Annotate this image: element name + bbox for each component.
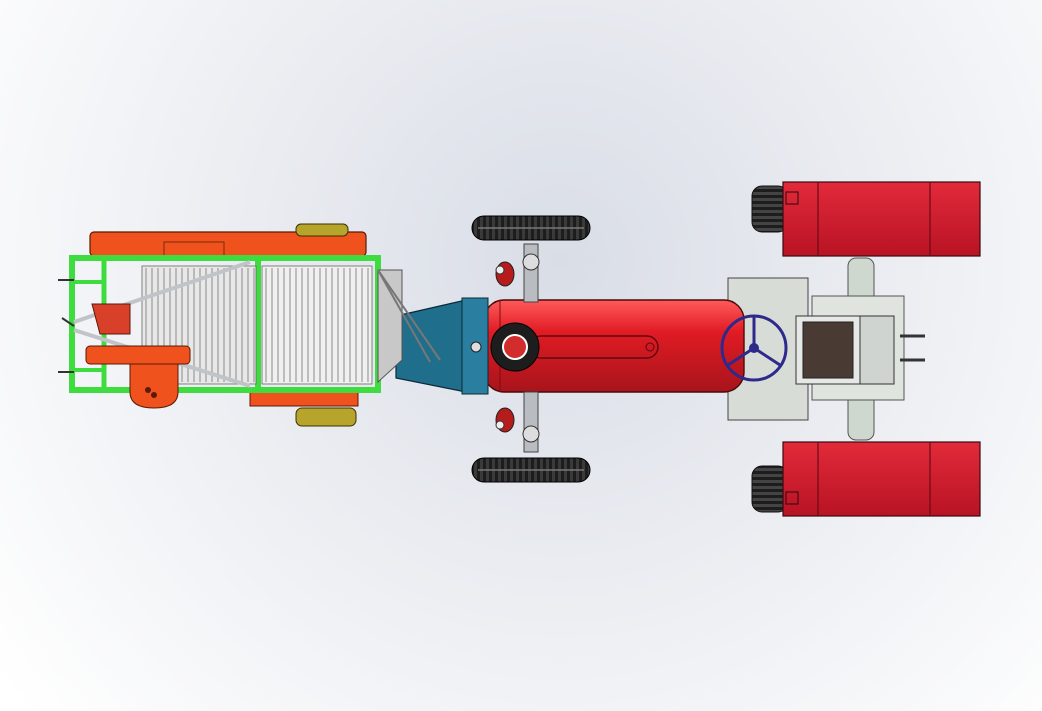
drive-guard xyxy=(129,363,179,409)
harvester-wheel-bottom[interactable] xyxy=(295,407,357,427)
harvester-wheel-top[interactable] xyxy=(295,223,349,237)
front-wheel-top[interactable] xyxy=(471,215,591,241)
rear-fender-bottom xyxy=(782,441,981,517)
tractor[interactable] xyxy=(471,181,981,517)
pto-hitch[interactable] xyxy=(395,297,489,395)
seat-icon[interactable] xyxy=(795,315,895,385)
potato-harvester[interactable] xyxy=(58,223,441,427)
rear-fender-top xyxy=(782,181,981,257)
steering-wheel-icon[interactable] xyxy=(720,314,788,382)
rear-wheel-bottom[interactable] xyxy=(751,441,981,517)
digging-share xyxy=(377,269,403,384)
elevator-conveyor xyxy=(141,265,373,385)
front-axle-strut-top xyxy=(523,243,539,303)
front-wheel-bottom[interactable] xyxy=(471,457,591,483)
rear-wheel-top[interactable] xyxy=(751,181,981,257)
front-axle-strut-bottom xyxy=(523,391,539,453)
gearbox-guard xyxy=(85,345,191,365)
